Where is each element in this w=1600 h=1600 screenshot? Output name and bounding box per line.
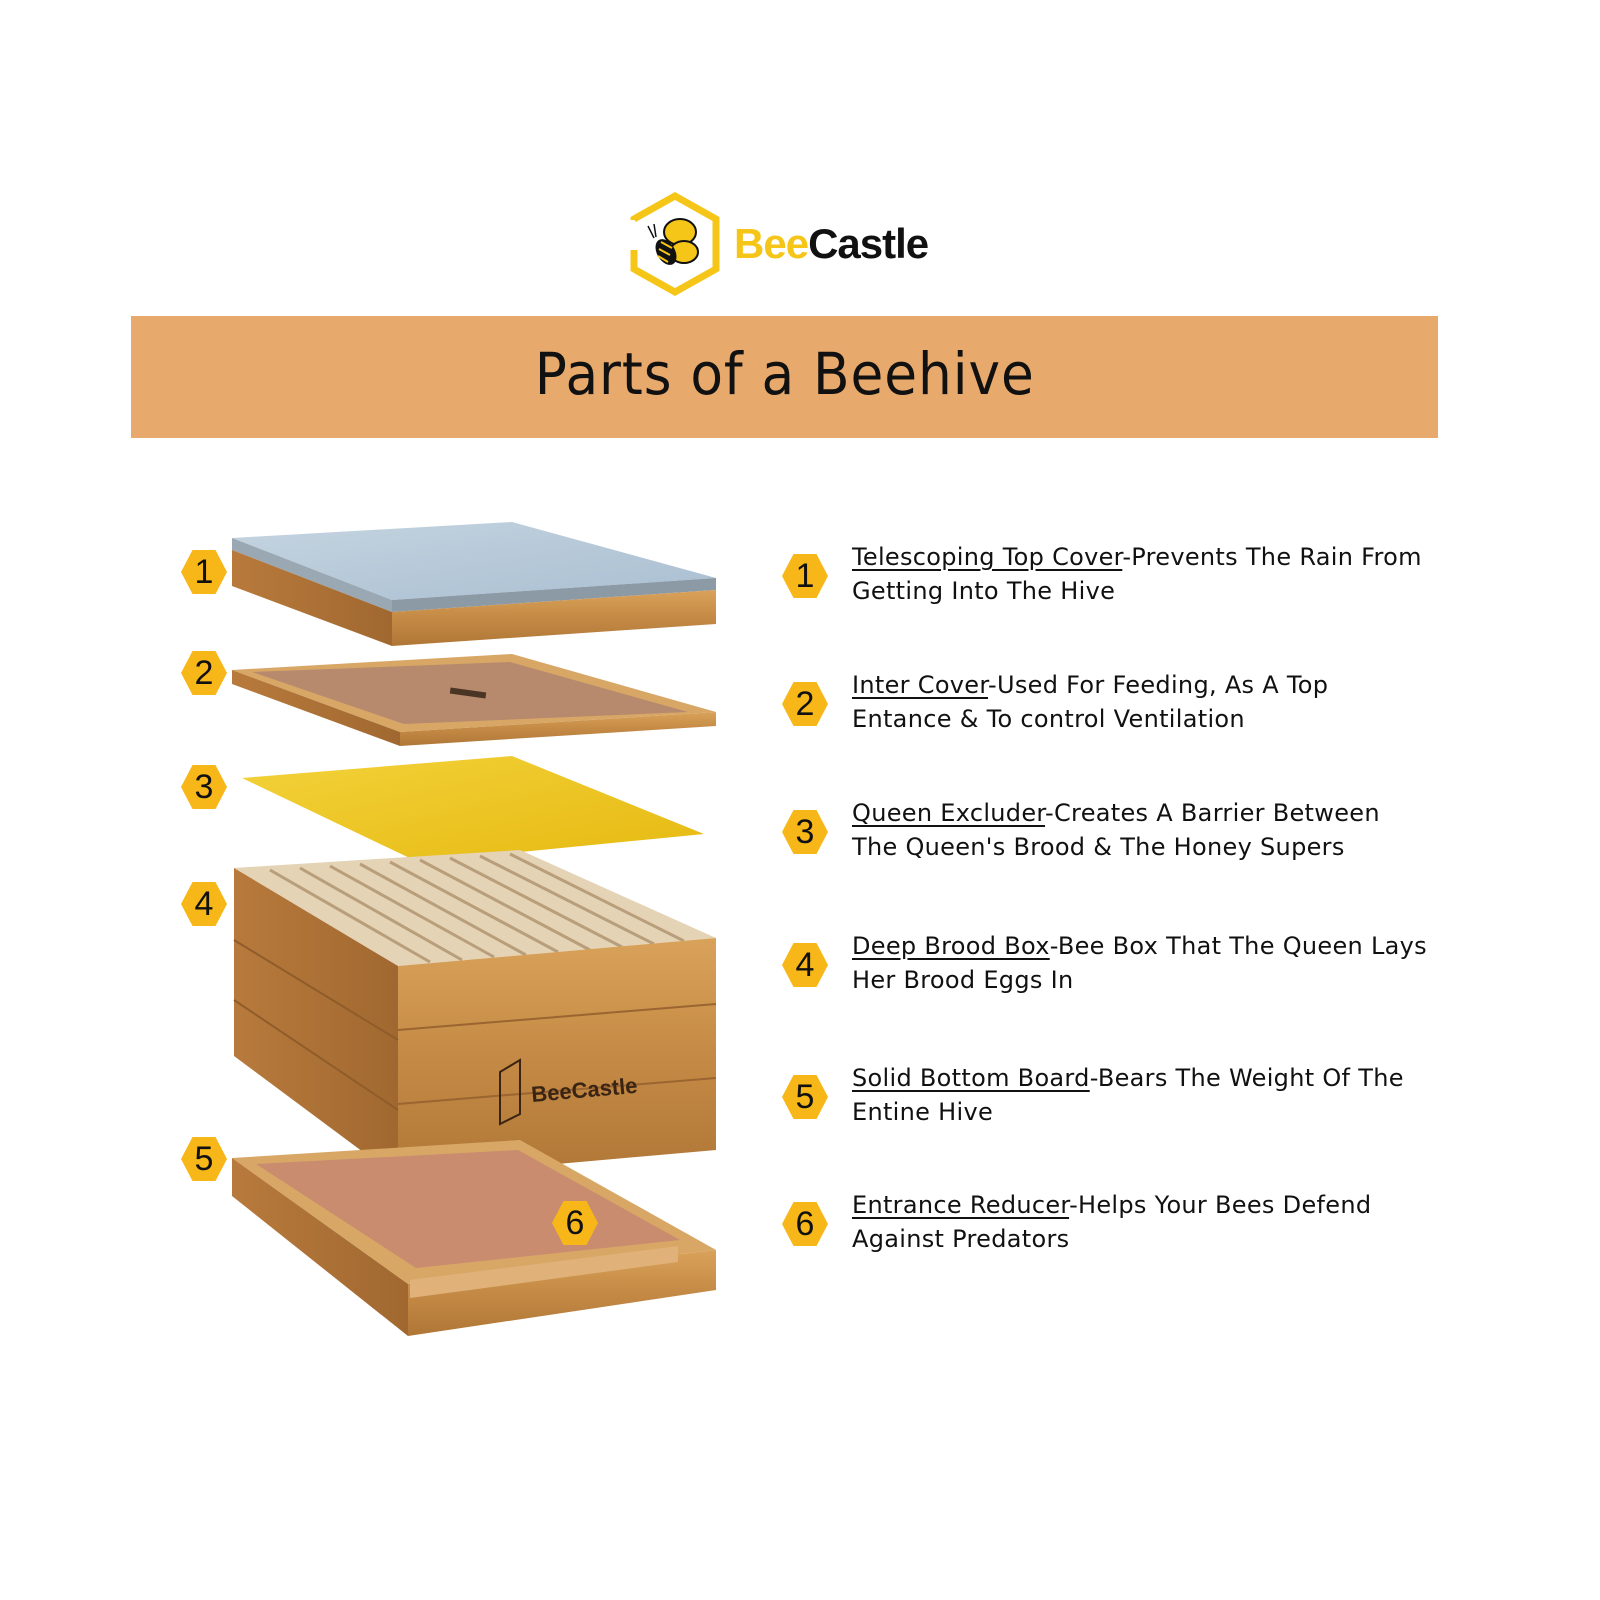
brand-name-castle: Castle bbox=[808, 220, 929, 267]
part-description: -Bears The Weight Of The Entine Hive bbox=[852, 1064, 1404, 1126]
part-description: -Used For Feeding, As A Top Entance & To… bbox=[852, 671, 1329, 733]
part-description: -Bee Box That The Queen Lays Her Brood E… bbox=[852, 932, 1427, 994]
beehive-exploded-diagram: BeeCastle bbox=[150, 500, 750, 1360]
number-badge: 2 bbox=[782, 682, 828, 726]
legend-text: Deep Brood Box-Bee Box That The Queen La… bbox=[852, 929, 1432, 997]
legend-item: 2 Inter Cover-Used For Feeding, As A Top… bbox=[782, 668, 1422, 748]
queen-excluder bbox=[242, 756, 704, 862]
bee-hexagon-logo-icon bbox=[630, 192, 720, 296]
legend-item: 6 Entrance Reducer-Helps Your Bees Defen… bbox=[782, 1188, 1422, 1268]
brand-name-bee: Bee bbox=[734, 220, 809, 267]
number-badge: 3 bbox=[782, 810, 828, 854]
number-badge: 6 bbox=[782, 1202, 828, 1246]
part-name: Entrance Reducer bbox=[852, 1191, 1070, 1219]
legend-item: 4 Deep Brood Box-Bee Box That The Queen … bbox=[782, 929, 1427, 1009]
part-name: Queen Excluder bbox=[852, 799, 1046, 827]
legend-text: Telescoping Top Cover-Prevents The Rain … bbox=[852, 540, 1432, 608]
legend-item: 1 Telescoping Top Cover-Prevents The Rai… bbox=[782, 540, 1422, 620]
legend-text: Queen Excluder-Creates A Barrier Between… bbox=[852, 796, 1432, 864]
page-title: Parts of a Beehive bbox=[534, 340, 1035, 408]
beehive-illustration: BeeCastle bbox=[232, 522, 717, 1336]
part-description: -Helps Your Bees Defend Against Predator… bbox=[852, 1191, 1372, 1253]
diagram-badge-6: 6 bbox=[552, 1201, 598, 1245]
legend-text: Entrance Reducer-Helps Your Bees Defend … bbox=[852, 1188, 1432, 1256]
telescoping-top-cover bbox=[232, 522, 716, 646]
part-name: Solid Bottom Board bbox=[852, 1064, 1090, 1092]
brand-logo: BeeCastle bbox=[628, 192, 929, 296]
inner-cover bbox=[232, 654, 716, 746]
solid-bottom-board bbox=[232, 1140, 716, 1336]
part-description: -Prevents The Rain From Getting Into The… bbox=[852, 543, 1422, 605]
deep-brood-box: BeeCastle bbox=[233, 850, 717, 1178]
part-name: Inter Cover bbox=[852, 671, 989, 699]
title-banner: Parts of a Beehive bbox=[131, 316, 1438, 438]
brand-name: BeeCastle bbox=[734, 220, 929, 268]
number-badge: 5 bbox=[782, 1075, 828, 1119]
legend-text: Solid Bottom Board-Bears The Weight Of T… bbox=[852, 1061, 1432, 1129]
part-description: -Creates A Barrier Between The Queen's B… bbox=[852, 799, 1380, 861]
part-name: Deep Brood Box bbox=[852, 932, 1050, 960]
part-name: Telescoping Top Cover bbox=[852, 543, 1123, 571]
number-badge: 4 bbox=[782, 943, 828, 987]
diagram-badge-5: 5 bbox=[181, 1137, 227, 1181]
legend-text: Inter Cover-Used For Feeding, As A Top E… bbox=[852, 668, 1432, 736]
legend-item: 5 Solid Bottom Board-Bears The Weight Of… bbox=[782, 1061, 1422, 1141]
legend-item: 3 Queen Excluder-Creates A Barrier Betwe… bbox=[782, 796, 1422, 876]
number-badge: 1 bbox=[782, 554, 828, 598]
